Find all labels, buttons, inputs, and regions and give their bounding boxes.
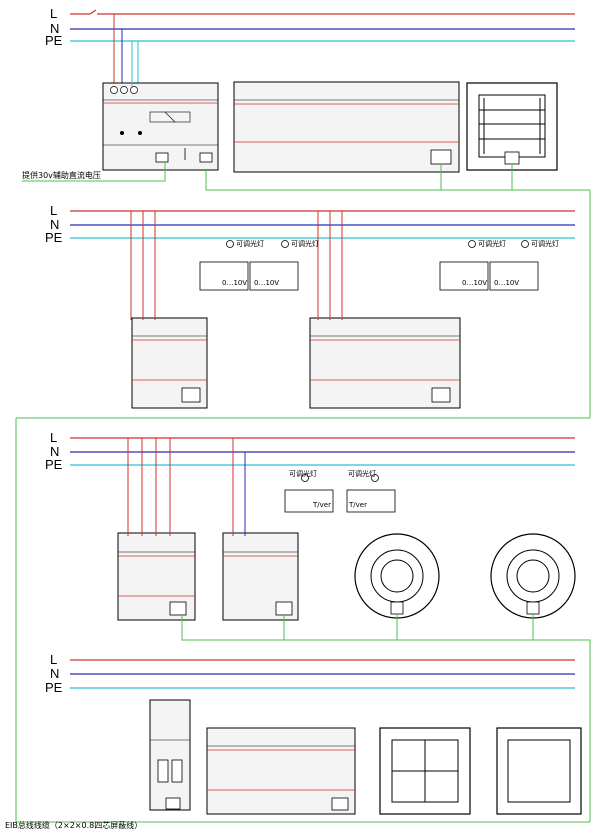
label-PE-row2: PE [45, 230, 63, 245]
dimmable-light-label-6: 可调光灯 [348, 469, 376, 478]
aux-supply-note: 提供30v辅助直流电压 [22, 170, 101, 180]
row-2: L N PE 可调光灯 可调光灯 0…10V 0…10V 可调光灯 [45, 203, 575, 409]
label-L-row2: L [50, 203, 57, 218]
dimmer-actuator-2 [309, 211, 461, 409]
switch-actuator-12ch-b [206, 727, 356, 815]
label-L: L [50, 6, 57, 21]
switch-actuator-4ch [117, 438, 196, 621]
dali-label-1: T/ver [312, 501, 331, 509]
dali-label-2: T/ver [348, 501, 367, 509]
row-4: L N PE [5, 650, 591, 830]
downlight-1 [354, 533, 440, 619]
dim-range-4: 0…10V [494, 279, 519, 287]
downlight-2 [490, 533, 576, 619]
row-1: L N PE [16, 6, 591, 419]
label-N: N [50, 21, 59, 36]
label-PE-row4: PE [45, 680, 63, 695]
bus-lines-row3 [70, 437, 575, 466]
rcbo-breaker [149, 699, 191, 811]
dim-range-3: 0…10V [462, 279, 487, 287]
label-N-row4: N [50, 666, 59, 681]
dali-gateway [222, 438, 299, 621]
bus-row1 [16, 164, 591, 419]
bus-row3 [181, 614, 591, 650]
dim-range-2: 0…10V [254, 279, 279, 287]
dimmable-light-label-2: 可调光灯 [291, 239, 319, 248]
bus-cable-note: EIB总线线缆（2×2×0.8四芯屏蔽线） [5, 820, 142, 830]
bus-lines-row2 [70, 210, 575, 239]
label-L-row4: L [50, 652, 57, 667]
dimmable-light-label-5: 可调光灯 [289, 469, 317, 478]
dimmable-light-group-1: 可调光灯 可调光灯 0…10V 0…10V [199, 239, 319, 291]
dimmable-light-label-3: 可调光灯 [478, 239, 506, 248]
dimmer-actuator-1 [130, 211, 208, 409]
label-N-row3: N [50, 444, 59, 459]
switch-actuator-12ch [233, 81, 460, 173]
dimmable-light-group-2: 可调光灯 可调光灯 0…10V 0…10V [439, 239, 559, 291]
power-supply-module [102, 82, 219, 171]
label-N-row2: N [50, 217, 59, 232]
label-PE: PE [45, 33, 63, 48]
drops-power-supply [113, 14, 139, 86]
dimmable-light-label-1: 可调光灯 [236, 239, 264, 248]
panel-switch-2gang [379, 727, 471, 815]
label-L-row3: L [50, 430, 57, 445]
label-PE-row3: PE [45, 457, 63, 472]
aux-supply-wiring [22, 41, 166, 182]
panel-switch-1gang [496, 727, 582, 815]
push-button-panel-4gang [466, 82, 558, 171]
dimmable-light-label-4: 可调光灯 [531, 239, 559, 248]
bus-row4 [15, 650, 591, 823]
bus-lines-row4 [70, 659, 575, 689]
dim-range-1: 0…10V [222, 279, 247, 287]
bus-lines-row1 [70, 9, 575, 42]
row-3: L N PE 可调光灯 T/ver [15, 418, 591, 650]
dali-labels: 可调光灯 T/ver 可调光灯 T/ver [284, 469, 396, 513]
